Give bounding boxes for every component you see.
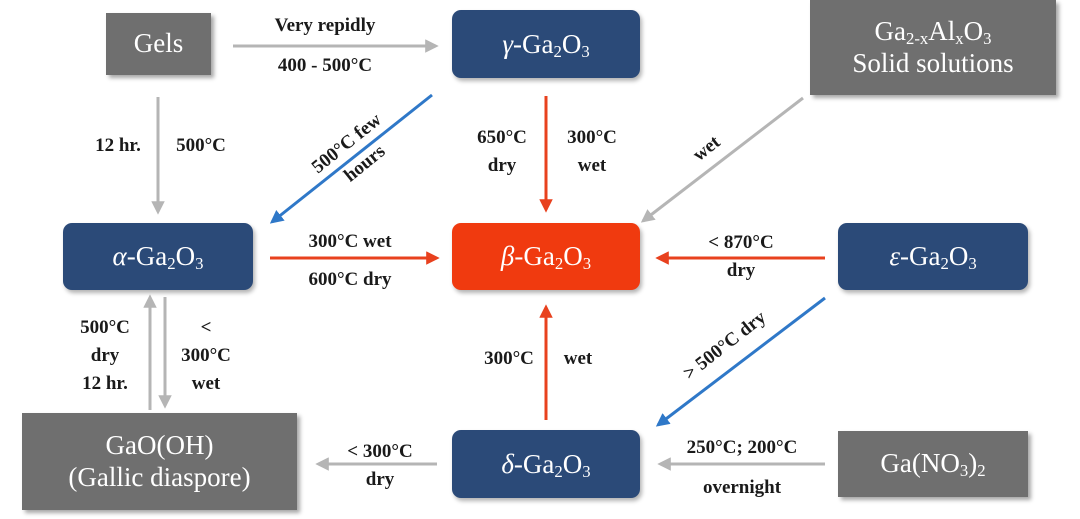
gaooh-node: GaO(OH) (Gallic diaspore): [22, 413, 297, 510]
gallic-diaspore-label: (Gallic diaspore): [68, 461, 251, 492]
solid-solutions-node: Ga2-xAlxO3 Solid solutions: [810, 0, 1056, 95]
label-500: 500°C: [176, 135, 226, 156]
label-dry-870: dry: [726, 260, 756, 281]
label-500-left: 500°C: [80, 317, 130, 338]
label-wet-300: wet: [577, 155, 607, 176]
label-wet-right: wet: [191, 373, 221, 394]
label-400-500: 400 - 500°C: [277, 55, 373, 76]
gaooh-label: GaO(OH): [105, 430, 214, 461]
epsilon-ga2o3-node: ε-Ga2O3: [838, 223, 1028, 290]
ganitrate-node: Ga(NO3)2: [838, 431, 1028, 497]
label-12hr: 12 hr.: [95, 135, 141, 156]
label-lt-300: < 300°C: [347, 441, 413, 462]
label-dry-left: dry: [90, 345, 120, 366]
label-600-dry: 600°C dry: [308, 269, 392, 290]
delta-ga2o3-node: δ-Ga2O3: [452, 430, 640, 498]
label-12hr-left: 12 hr.: [82, 373, 128, 394]
label-wet-delta: wet: [563, 348, 593, 369]
label-300-delta: 300°C: [484, 348, 534, 369]
arrow-epsilon-to-delta: [655, 296, 826, 427]
ganitrate-label: Ga(NO3)2: [880, 448, 986, 481]
label-650: 650°C: [477, 127, 527, 148]
arrow-solid-to-beta: [640, 96, 804, 223]
solid-solutions-label: Solid solutions: [852, 47, 1014, 78]
delta-ga2o3-label: δ-Ga2O3: [501, 448, 591, 481]
alpha-ga2o3-label: α-Ga2O3: [112, 241, 204, 274]
gamma-ga2o3-label: γ-Ga2O3: [502, 28, 590, 61]
gels-node: Gels: [106, 13, 211, 75]
label-300-wet: 300°C wet: [308, 231, 392, 252]
label-lt-symbol: <: [200, 317, 212, 338]
label-dry-bottom: dry: [365, 469, 395, 490]
beta-ga2o3-node: β-Ga2O3: [452, 223, 640, 290]
label-overnight: overnight: [702, 477, 782, 498]
beta-ga2o3-label: β-Ga2O3: [500, 241, 592, 274]
label-lt-870: < 870°C: [708, 232, 774, 253]
gels-label: Gels: [133, 28, 184, 59]
label-very-repidly: Very repidly: [274, 15, 376, 36]
gamma-ga2o3-node: γ-Ga2O3: [452, 10, 640, 78]
ga2xalxo3-label: Ga2-xAlxO3: [874, 16, 992, 49]
label-dry-650: dry: [487, 155, 517, 176]
label-300-right: 300°C: [181, 345, 231, 366]
label-300: 300°C: [567, 127, 617, 148]
alpha-ga2o3-node: α-Ga2O3: [63, 223, 253, 290]
label-250-200: 250°C; 200°C: [686, 437, 798, 458]
arrow-gamma-to-alpha: [269, 93, 433, 224]
epsilon-ga2o3-label: ε-Ga2O3: [889, 241, 977, 274]
